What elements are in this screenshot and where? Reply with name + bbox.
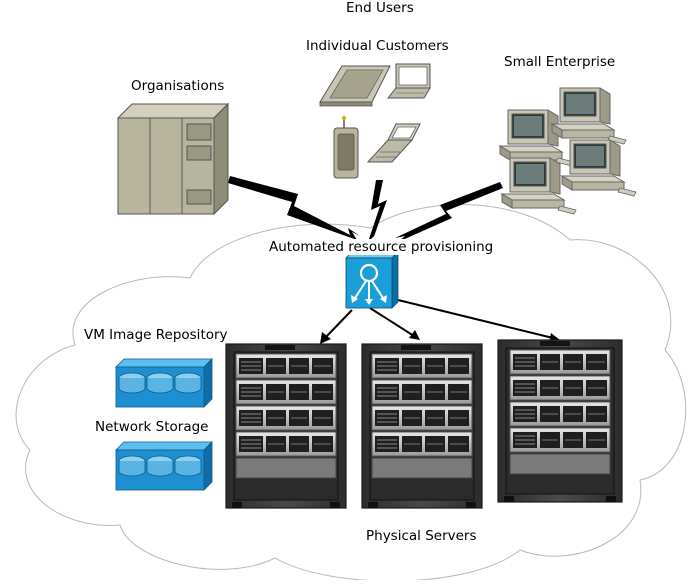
storage-array-icon — [115, 441, 213, 491]
phone-icon — [333, 116, 359, 179]
vm-image-repository-label: VM Image Repository — [84, 327, 228, 343]
storage-array-icon — [115, 358, 213, 408]
server-rack-icon — [361, 343, 483, 509]
desktop-computer-icon — [551, 87, 627, 145]
desktop-computer-icon — [561, 139, 637, 197]
router-icon — [345, 251, 399, 309]
physical-servers-label: Physical Servers — [366, 528, 477, 544]
tablet-icon — [319, 65, 391, 107]
individual-customers-label: Individual Customers — [306, 38, 449, 54]
pda-icon — [366, 123, 421, 163]
small-enterprise-label: Small Enterprise — [504, 54, 616, 70]
laptop-icon — [386, 63, 431, 99]
server-rack-icon — [225, 343, 347, 509]
lightning-bolt-icon — [228, 176, 360, 240]
mainframe-icon — [116, 102, 230, 216]
lightning-bolt-icon — [368, 180, 387, 242]
organisations-label: Organisations — [131, 78, 225, 94]
server-rack-icon — [497, 339, 623, 503]
lightning-bolt-icon — [395, 182, 503, 242]
end-users-label: End Users — [346, 0, 414, 16]
provisioning-label: Automated resource provisioning — [269, 239, 494, 255]
network-storage-label: Network Storage — [95, 419, 209, 435]
